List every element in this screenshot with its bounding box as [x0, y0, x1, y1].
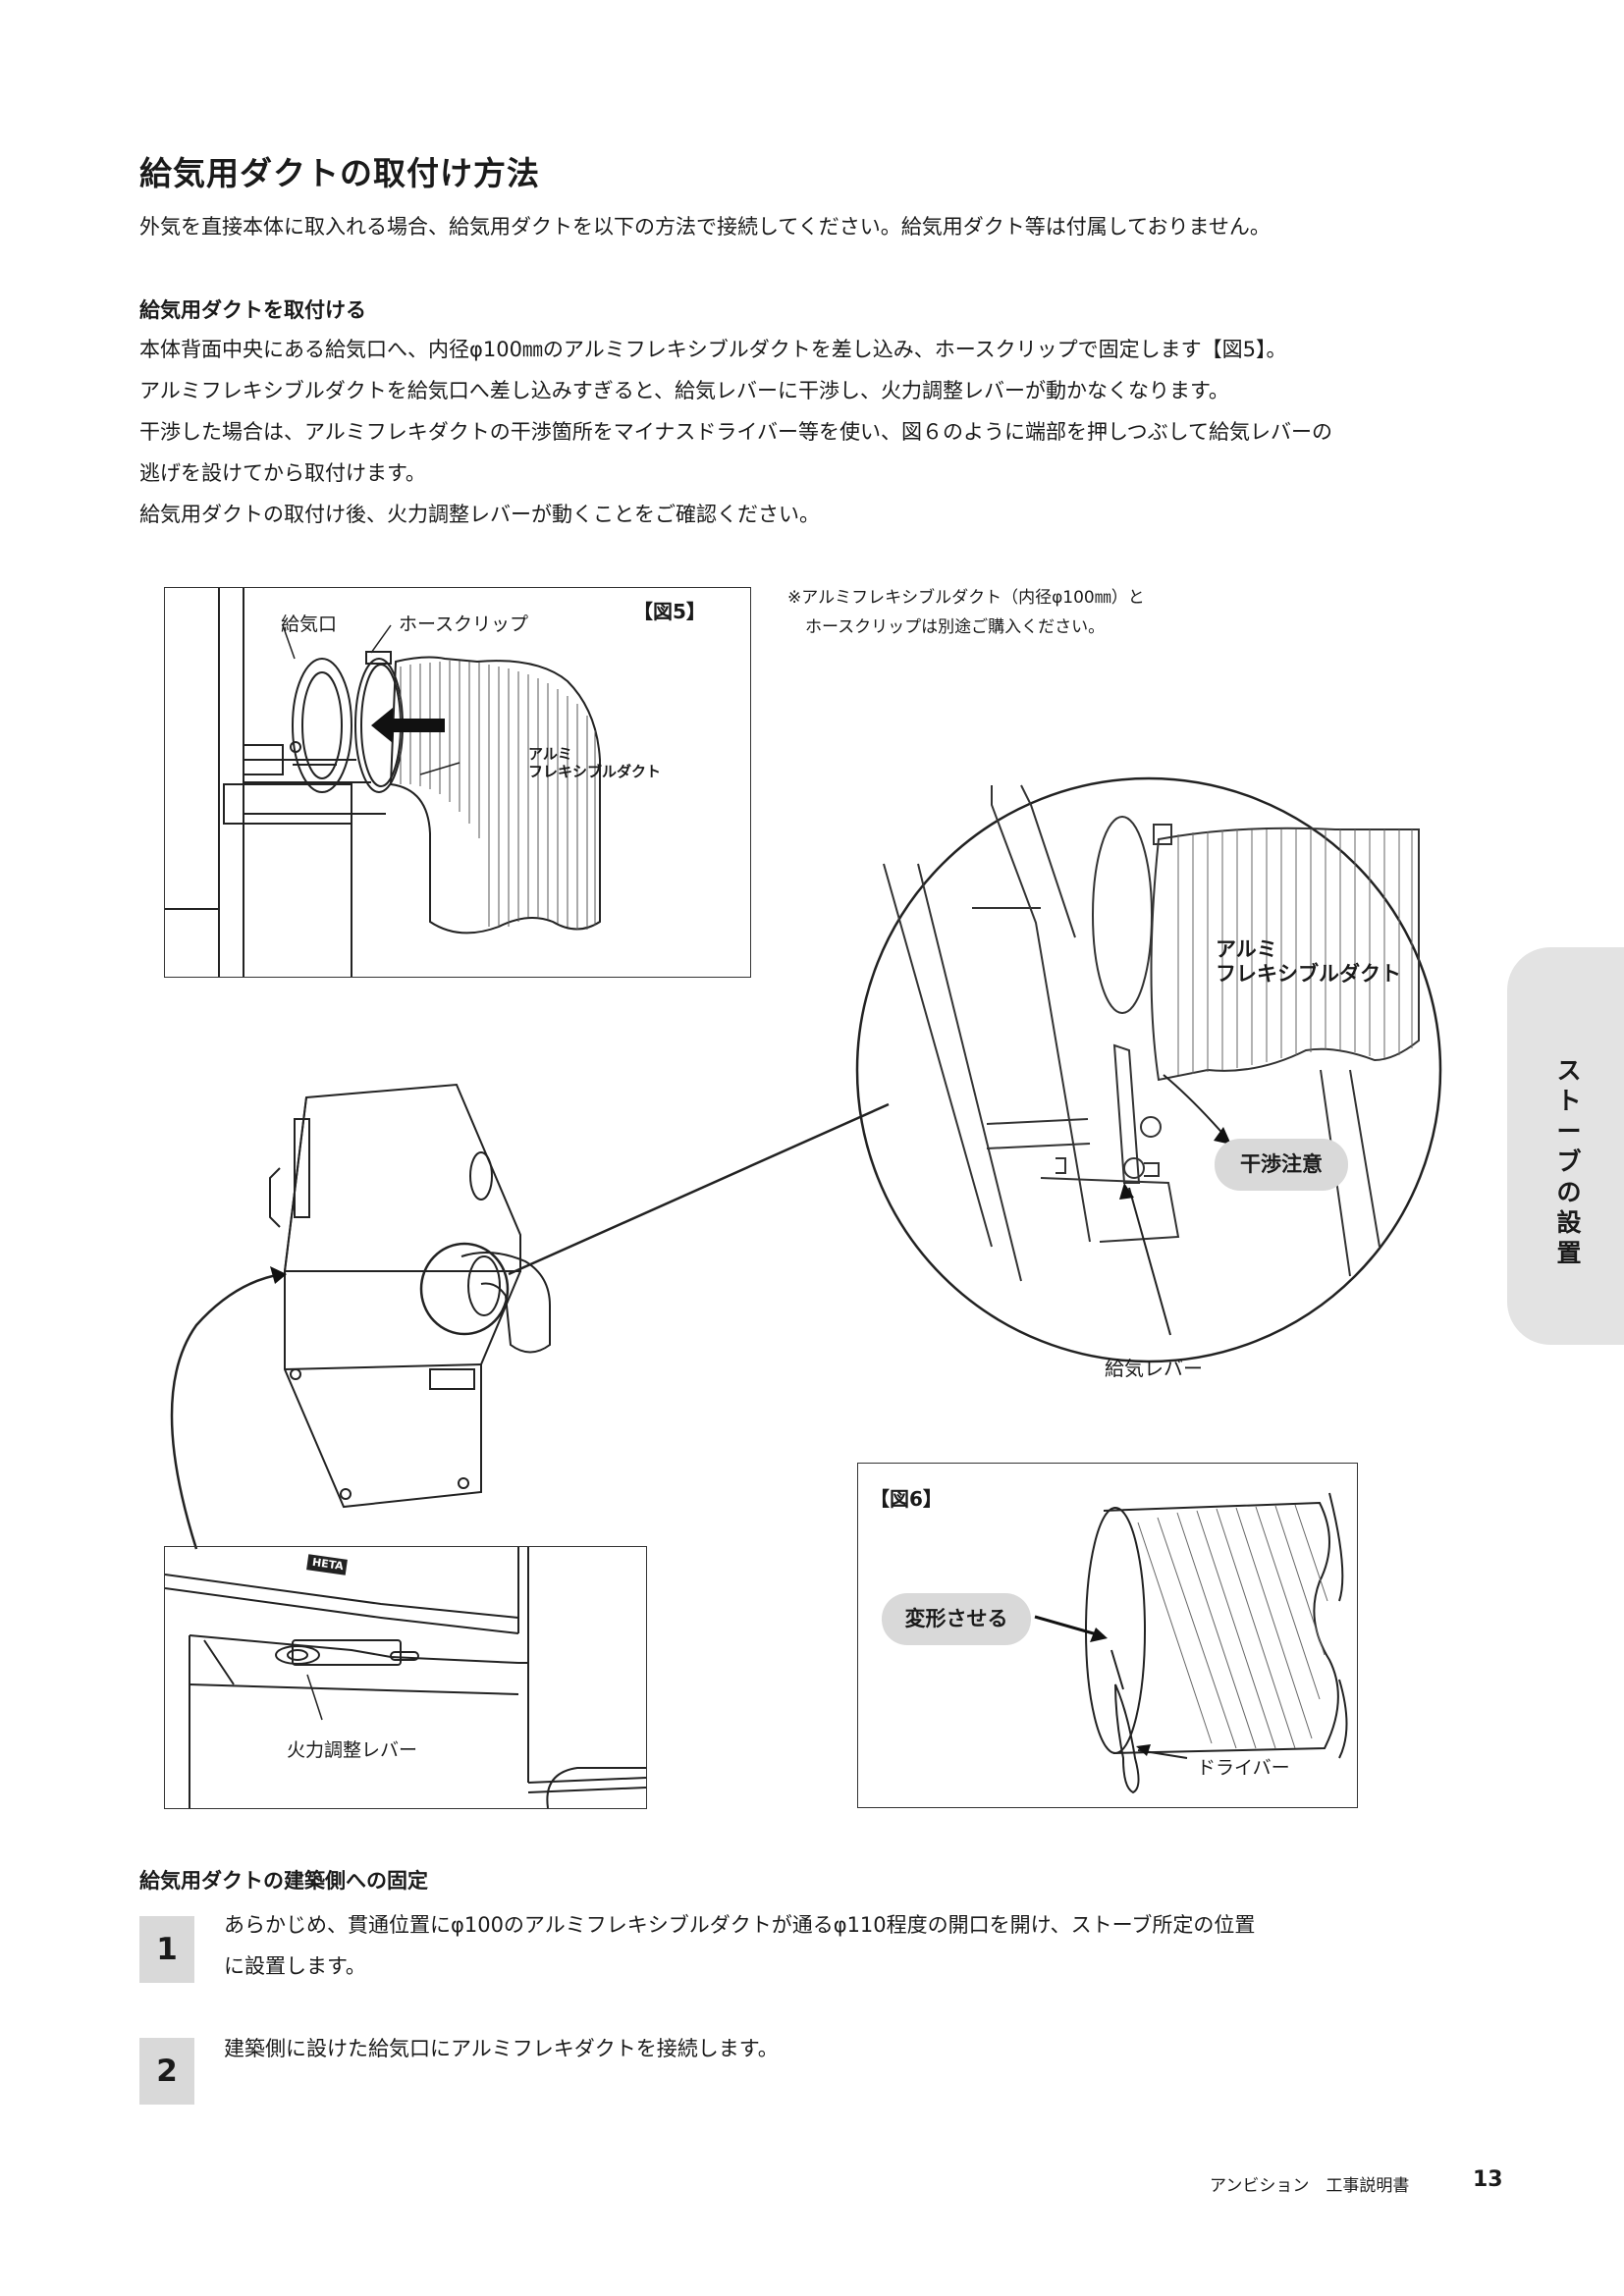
figure-6: 【図6】 変形させる ドライバー [857, 1463, 1358, 1808]
step-1-text: あらかじめ、貫通位置にφ100のアルミフレキシブルダクトが通るφ110程度の開口… [224, 1913, 1256, 1978]
section-heading-attach: 給気用ダクトを取付ける [139, 298, 366, 322]
body-line: 本体背面中央にある給気口へ、内径φ100㎜のアルミフレキシブルダクトを差し込み、… [139, 338, 1287, 361]
page-number: 13 [1473, 2167, 1503, 2192]
step-number-2: 2 [139, 2038, 194, 2105]
callout-hose-clip: ホースクリップ [399, 614, 529, 635]
purchase-note: ※アルミフレキシブルダクト（内径φ100㎜）と ホースクリップは別途ご購入くださ… [787, 588, 1145, 637]
figure-5: 給気口 ホースクリップ 【図5】 アルミ フレキシブルダクト [164, 587, 751, 978]
driver-label: ドライバー [1197, 1757, 1290, 1779]
detail-duct-label: アルミ フレキシブルダクト [1216, 937, 1401, 986]
section-body-attach: 本体背面中央にある給気口へ、内径φ100㎜のアルミフレキシブルダクトを差し込み、… [139, 329, 1332, 535]
figure-6-label: 【図6】 [870, 1487, 943, 1511]
intake-lever-label: 給気レバー [1105, 1357, 1203, 1380]
body-line: 逃げを設けてから取付けます。 [139, 461, 426, 485]
body-line: 給気用ダクトの取付け後、火力調整レバーが動くことをご確認ください。 [139, 503, 820, 526]
fire-control-lever-label: 火力調整レバー [287, 1739, 418, 1761]
interference-caution-badge: 干渉注意 [1215, 1139, 1348, 1191]
fire-lever-figure: HETA 火力調整レバー [164, 1546, 647, 1809]
figure-5-duct-label: アルミ フレキシブルダクト [528, 745, 662, 780]
side-tab-label: ス ト ー ブ の 設 置 [1556, 1056, 1582, 1267]
body-line: 干渉した場合は、アルミフレキダクトの干渉箇所をマイナスドライバー等を使い、図６の… [139, 420, 1333, 444]
callout-intake: 給気口 [281, 614, 338, 635]
figure-6-drawing [1034, 1492, 1348, 1794]
figure-5-drawing [165, 588, 601, 977]
step-2-text: 建築側に設けた給気口にアルミフレキダクトを接続します。 [224, 2037, 779, 2060]
deform-badge: 変形させる [882, 1593, 1031, 1645]
figure-5-label: 【図5】 [633, 600, 706, 623]
section-side-tab: ス ト ー ブ の 設 置 [1507, 947, 1624, 1345]
step-number-1: 1 [139, 1916, 194, 1983]
page-title: 給気用ダクトの取付け方法 [139, 154, 540, 192]
fire-lever-drawing [164, 1547, 647, 1809]
section-heading-fix: 給気用ダクトの建築側への固定 [139, 1869, 428, 1893]
intro-text: 外気を直接本体に取入れる場合、給気用ダクトを以下の方法で接続してください。給気用… [139, 215, 1271, 239]
footer-doc-title: アンビション 工事説明書 [1210, 2176, 1410, 2196]
body-line: アルミフレキシブルダクトを給気口へ差し込みすぎると、給気レバーに干渉し、火力調整… [139, 379, 1229, 402]
